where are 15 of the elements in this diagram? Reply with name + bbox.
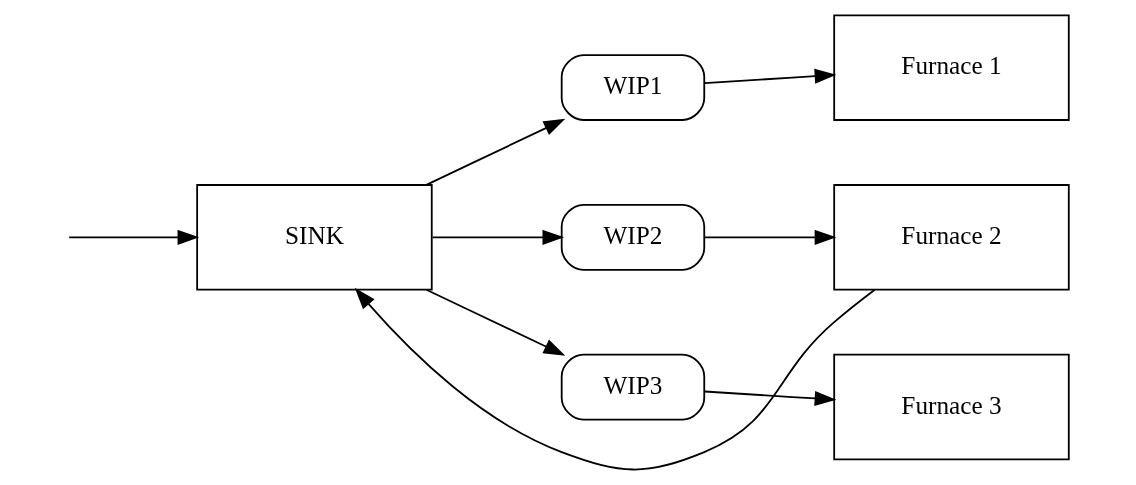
node-box: WIP3	[560, 353, 706, 421]
node-box: Furnace 1	[833, 14, 1070, 121]
arrow	[703, 229, 837, 245]
node-box: Furnace 3	[833, 353, 1070, 461]
arrow	[431, 229, 565, 245]
node-box: WIP1	[560, 54, 706, 121]
node-box: Furnace 2	[833, 184, 1070, 291]
node-box: SINK	[196, 184, 433, 291]
arrow	[425, 288, 566, 356]
arrow	[68, 229, 200, 245]
arrow	[354, 287, 876, 471]
node-box: WIP2	[560, 203, 706, 271]
arrow	[425, 118, 566, 186]
arrow	[703, 390, 837, 406]
arrow	[703, 68, 837, 85]
